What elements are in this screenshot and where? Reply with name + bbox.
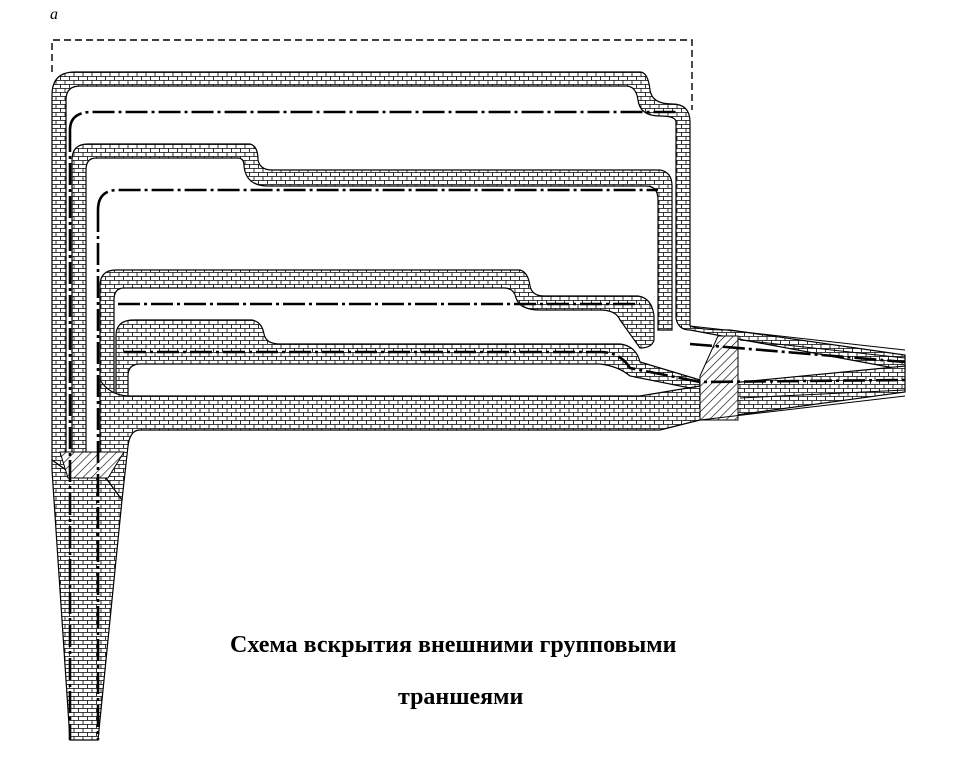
second-bench-band [71, 143, 673, 471]
descending-trench-wedge [51, 458, 123, 741]
quarry-boundary-dashed [51, 39, 693, 110]
haul-tracks [68, 110, 906, 740]
track-right-exit [689, 342, 906, 364]
figure-caption-line1: Схема вскрытия внешними групповыми [230, 632, 677, 658]
inner-loop-band [115, 319, 701, 405]
hatched-zone-left [59, 451, 125, 479]
exit-trench-outlines [689, 325, 906, 421]
track-second [96, 188, 658, 211]
outer-bench-band [51, 71, 906, 472]
figure-caption-line2: траншеями [398, 684, 524, 710]
lower-bench-block [99, 365, 906, 502]
track-upper [68, 110, 676, 131]
third-bench-band [99, 269, 655, 431]
figure-label: a [50, 6, 58, 23]
track-inner [124, 350, 906, 384]
hatched-zone-right [699, 335, 739, 421]
